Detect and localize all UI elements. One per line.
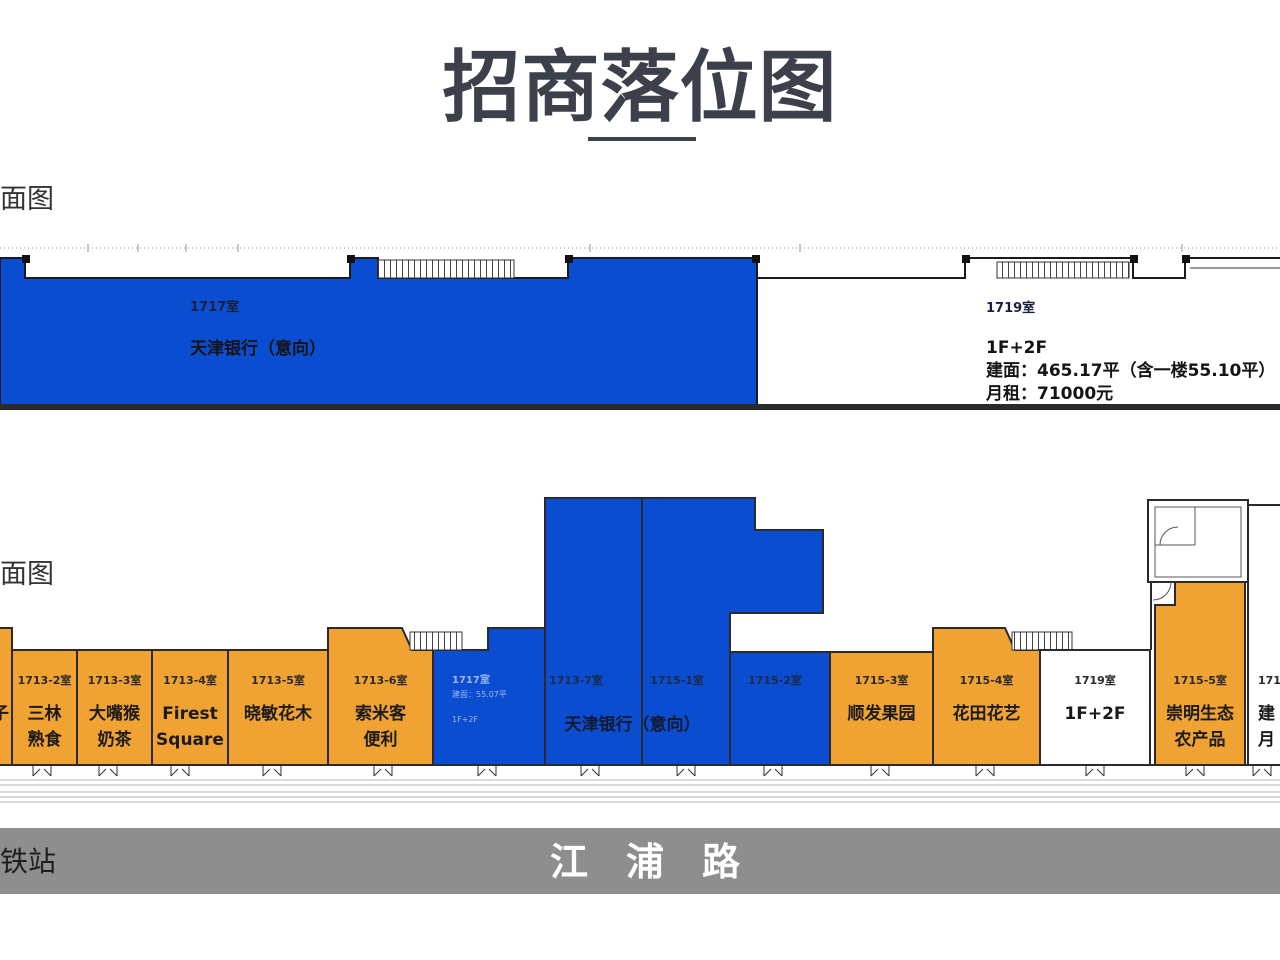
lower-stair-left (409, 631, 463, 651)
title-underline (588, 137, 696, 141)
room-number: 1713-2室 (17, 674, 72, 687)
tenant-name: 三林 (27, 704, 62, 724)
unit-1715-1-text: 1715-1室 (645, 672, 709, 690)
door-icon (975, 766, 995, 777)
unit-1713-7-text: 1713-7室 (545, 672, 607, 690)
page-title: 招商落位图 (442, 43, 838, 133)
door-icon (580, 766, 600, 777)
unit-1713-5-shape (227, 649, 329, 766)
restroom-block (1147, 499, 1249, 583)
door-icon (870, 766, 890, 777)
upper-pillars (22, 255, 1190, 263)
tenant-name: 子 (0, 704, 9, 724)
room-number: 171 (1258, 674, 1280, 687)
upper-stair-left (377, 259, 515, 279)
tenant-name: 晓敏花木 (244, 704, 312, 724)
upper-1719-area: 建面：465.17平（含一楼55.10平） (986, 361, 1276, 381)
room-number: 1713-3室 (87, 674, 142, 687)
unit-partial-left-text: 子 (0, 701, 12, 727)
room-number: 1715-5室 (1173, 674, 1227, 687)
door-icons (32, 766, 1272, 777)
tenant-name: 花田花艺 (952, 704, 1021, 724)
room-number: 1713-5室 (251, 674, 305, 687)
tenant-name: 农产品 (1174, 730, 1226, 750)
upper-1717-room-number: 1717室 (190, 300, 240, 315)
door-icon (676, 766, 696, 777)
door-icon (32, 766, 52, 777)
unit-1717-lower-area: 建面：55.07平 (452, 690, 507, 699)
upper-floor-label: 面图 (0, 184, 54, 215)
lower-stair-right (1011, 631, 1073, 651)
unit-partial-left-shape (0, 627, 13, 766)
upper-1719-rent: 月租：71000元 (986, 384, 1114, 404)
unit-1713-2-shape (11, 649, 78, 766)
unit-1717-lower-floors: 1F+2F (452, 715, 479, 724)
unit-1717-lower-room-number: 1717室 (452, 675, 490, 686)
tenant-name: 熟食 (27, 730, 62, 750)
door-icon (477, 766, 497, 777)
door-icon (1252, 766, 1272, 777)
room-number: 1715-2室 (748, 674, 802, 687)
unit-1715-4-text: 1715-4室 花田花艺 (933, 672, 1040, 727)
door-icon (763, 766, 783, 777)
unit-1713-3-text: 1713-3室 大嘴猴 奶茶 (77, 672, 152, 753)
door-swing-icon (1152, 581, 1172, 601)
unit-detail-text: 建 (1258, 704, 1275, 724)
tenant-name: 大嘴猴 (89, 704, 140, 724)
tenant-name: 顺发果园 (847, 704, 916, 724)
room-number: 1713-4室 (163, 674, 217, 687)
dimension-ticks (87, 244, 1183, 252)
room-number: 1719室 (1074, 674, 1116, 687)
upper-floor-plan (0, 244, 1280, 410)
upper-1719-floors: 1F+2F (986, 338, 1048, 358)
unit-partial-right-text: 171 建 月 (1258, 672, 1280, 753)
door-icon (262, 766, 282, 777)
door-icon (373, 766, 393, 777)
shared-bank-tenant: 天津银行（意向） (564, 715, 701, 735)
road-left-label: 铁站 (0, 845, 57, 878)
unit-1715-3-text: 1715-3室 顺发果园 (830, 672, 933, 727)
upper-1719-room-number: 1719室 (986, 301, 1036, 316)
unit-detail-text: 月 (1258, 730, 1275, 750)
unit-1713-6-text: 1713-6室 索米客 便利 (328, 672, 433, 753)
floors-label: 1F+2F (1064, 704, 1126, 724)
unit-1715-2-shape (729, 651, 831, 766)
upper-unit-1717-shape (0, 257, 758, 409)
door-icon (1185, 766, 1205, 777)
upper-floor-bottom-wall (0, 404, 1280, 410)
door-icon (98, 766, 118, 777)
unit-1719-lower-text: 1719室 1F+2F (1040, 672, 1150, 727)
sidewalk-lines (0, 779, 1280, 803)
tenant-name: Square (156, 730, 224, 750)
unit-1713-5-text: 1713-5室 晓敏花木 (228, 672, 328, 727)
tenant-name: 奶茶 (97, 730, 132, 750)
unit-1715-5-text: 1715-5室 崇明生态 农产品 (1155, 672, 1245, 753)
lower-floor-plan (0, 497, 1280, 766)
road (0, 828, 1280, 894)
road-name: 江 浦 路 (549, 840, 740, 884)
unit-partial-right-shape (1247, 504, 1280, 766)
door-icon (1085, 766, 1105, 777)
unit-1719-lower-shape (1039, 649, 1151, 766)
door-swing-icon (1159, 526, 1179, 546)
restroom-inner-wall (1154, 506, 1242, 578)
room-number: 1715-4室 (959, 674, 1014, 687)
room-number: 1713-6室 (353, 674, 408, 687)
tenant-name: 便利 (363, 730, 398, 750)
tenant-name: Firest (162, 704, 218, 724)
room-number: 1715-3室 (854, 674, 909, 687)
upper-stair-right (996, 261, 1130, 279)
unit-1715-2-text: 1715-2室 (730, 672, 820, 690)
unit-1713-2-text: 1713-2室 三林 熟食 (12, 672, 77, 753)
door-icon (170, 766, 190, 777)
tenant-name: 索米客 (355, 704, 406, 724)
unit-1713-7-shape (544, 497, 643, 766)
lower-floor-label: 面图 (0, 559, 54, 590)
room-number: 1715-1室 (650, 674, 704, 687)
room-number: 1713-7室 (549, 674, 603, 687)
tenant-name: 崇明生态 (1166, 704, 1234, 724)
upper-1717-tenant: 天津银行（意向） (190, 339, 326, 359)
unit-1713-4-text: 1713-4室 Firest Square (152, 672, 228, 753)
